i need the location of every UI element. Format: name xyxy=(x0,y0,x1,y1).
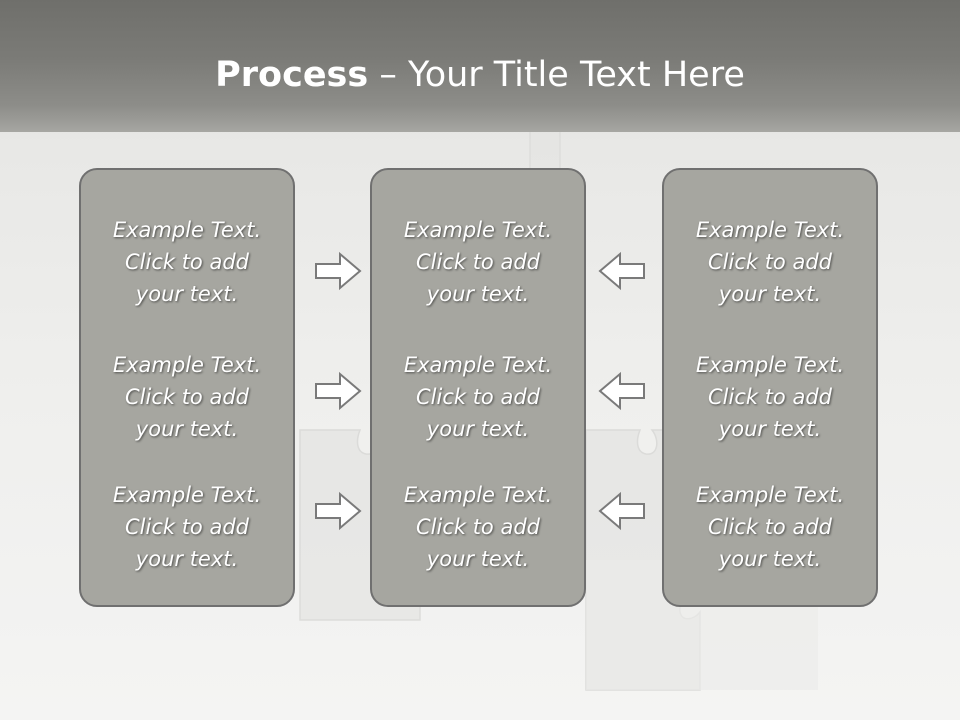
text-line: your text. xyxy=(135,547,239,571)
arrow-right-icon xyxy=(314,491,362,531)
text-line: Click to add xyxy=(124,385,249,409)
text-block[interactable]: Example Text. Click to add your text. xyxy=(81,479,293,575)
title-rest: – Your Title Text Here xyxy=(368,55,745,95)
text-line: your text. xyxy=(426,547,530,571)
text-line: your text. xyxy=(135,282,239,306)
right-process-box[interactable]: Example Text. Click to add your text. Ex… xyxy=(662,168,878,607)
title-bold: Process xyxy=(215,55,369,95)
arrow-left-icon xyxy=(598,491,646,531)
text-block[interactable]: Example Text. Click to add your text. xyxy=(664,214,876,310)
text-line: Click to add xyxy=(707,385,832,409)
text-line: your text. xyxy=(718,547,822,571)
text-line: your text. xyxy=(718,417,822,441)
text-line: your text. xyxy=(426,282,530,306)
text-line: Click to add xyxy=(707,515,832,539)
text-line: Click to add xyxy=(707,250,832,274)
text-line: Click to add xyxy=(415,515,540,539)
text-line: Click to add xyxy=(124,515,249,539)
left-process-box[interactable]: Example Text. Click to add your text. Ex… xyxy=(79,168,295,607)
text-line: Example Text. xyxy=(403,353,553,377)
arrow-right-icon xyxy=(314,371,362,411)
arrow-left-icon xyxy=(598,251,646,291)
text-line: Example Text. xyxy=(695,483,845,507)
text-line: Click to add xyxy=(415,250,540,274)
text-block[interactable]: Example Text. Click to add your text. xyxy=(81,214,293,310)
text-block[interactable]: Example Text. Click to add your text. xyxy=(664,479,876,575)
text-line: Example Text. xyxy=(112,218,262,242)
text-line: Example Text. xyxy=(695,218,845,242)
arrow-right-icon xyxy=(314,251,362,291)
text-line: Click to add xyxy=(415,385,540,409)
slide-title[interactable]: Process – Your Title Text Here xyxy=(0,52,960,98)
text-line: your text. xyxy=(426,417,530,441)
text-line: Example Text. xyxy=(403,483,553,507)
text-block[interactable]: Example Text. Click to add your text. xyxy=(664,349,876,445)
text-line: Example Text. xyxy=(112,353,262,377)
text-block[interactable]: Example Text. Click to add your text. xyxy=(81,349,293,445)
text-line: Example Text. xyxy=(695,353,845,377)
title-band xyxy=(0,0,960,132)
text-line: Example Text. xyxy=(112,483,262,507)
center-process-box[interactable]: Example Text. Click to add your text. Ex… xyxy=(370,168,586,607)
text-line: your text. xyxy=(135,417,239,441)
text-block[interactable]: Example Text. Click to add your text. xyxy=(372,479,584,575)
text-line: your text. xyxy=(718,282,822,306)
text-line: Example Text. xyxy=(403,218,553,242)
arrow-left-icon xyxy=(598,371,646,411)
text-line: Click to add xyxy=(124,250,249,274)
text-block[interactable]: Example Text. Click to add your text. xyxy=(372,349,584,445)
text-block[interactable]: Example Text. Click to add your text. xyxy=(372,214,584,310)
